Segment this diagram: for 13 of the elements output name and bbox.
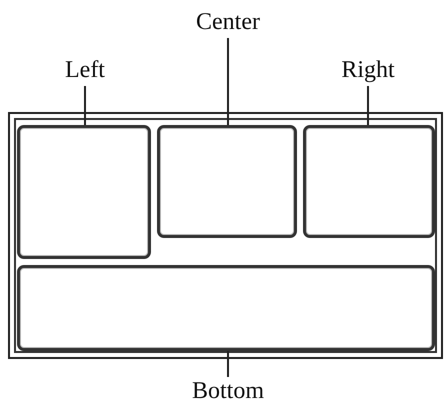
part-label: Left bbox=[50, 56, 120, 86]
leader-line bbox=[227, 351, 229, 377]
part-label: Center bbox=[178, 8, 278, 38]
display-area bbox=[17, 125, 151, 259]
display-area bbox=[303, 125, 435, 238]
display-area bbox=[17, 265, 435, 351]
part-label: Right bbox=[330, 56, 406, 86]
leader-line bbox=[84, 86, 86, 125]
leader-line bbox=[227, 38, 229, 125]
part-label: Bottom bbox=[178, 377, 278, 407]
leader-line bbox=[367, 86, 369, 125]
display-area bbox=[157, 125, 297, 238]
screen-frame bbox=[8, 112, 443, 359]
